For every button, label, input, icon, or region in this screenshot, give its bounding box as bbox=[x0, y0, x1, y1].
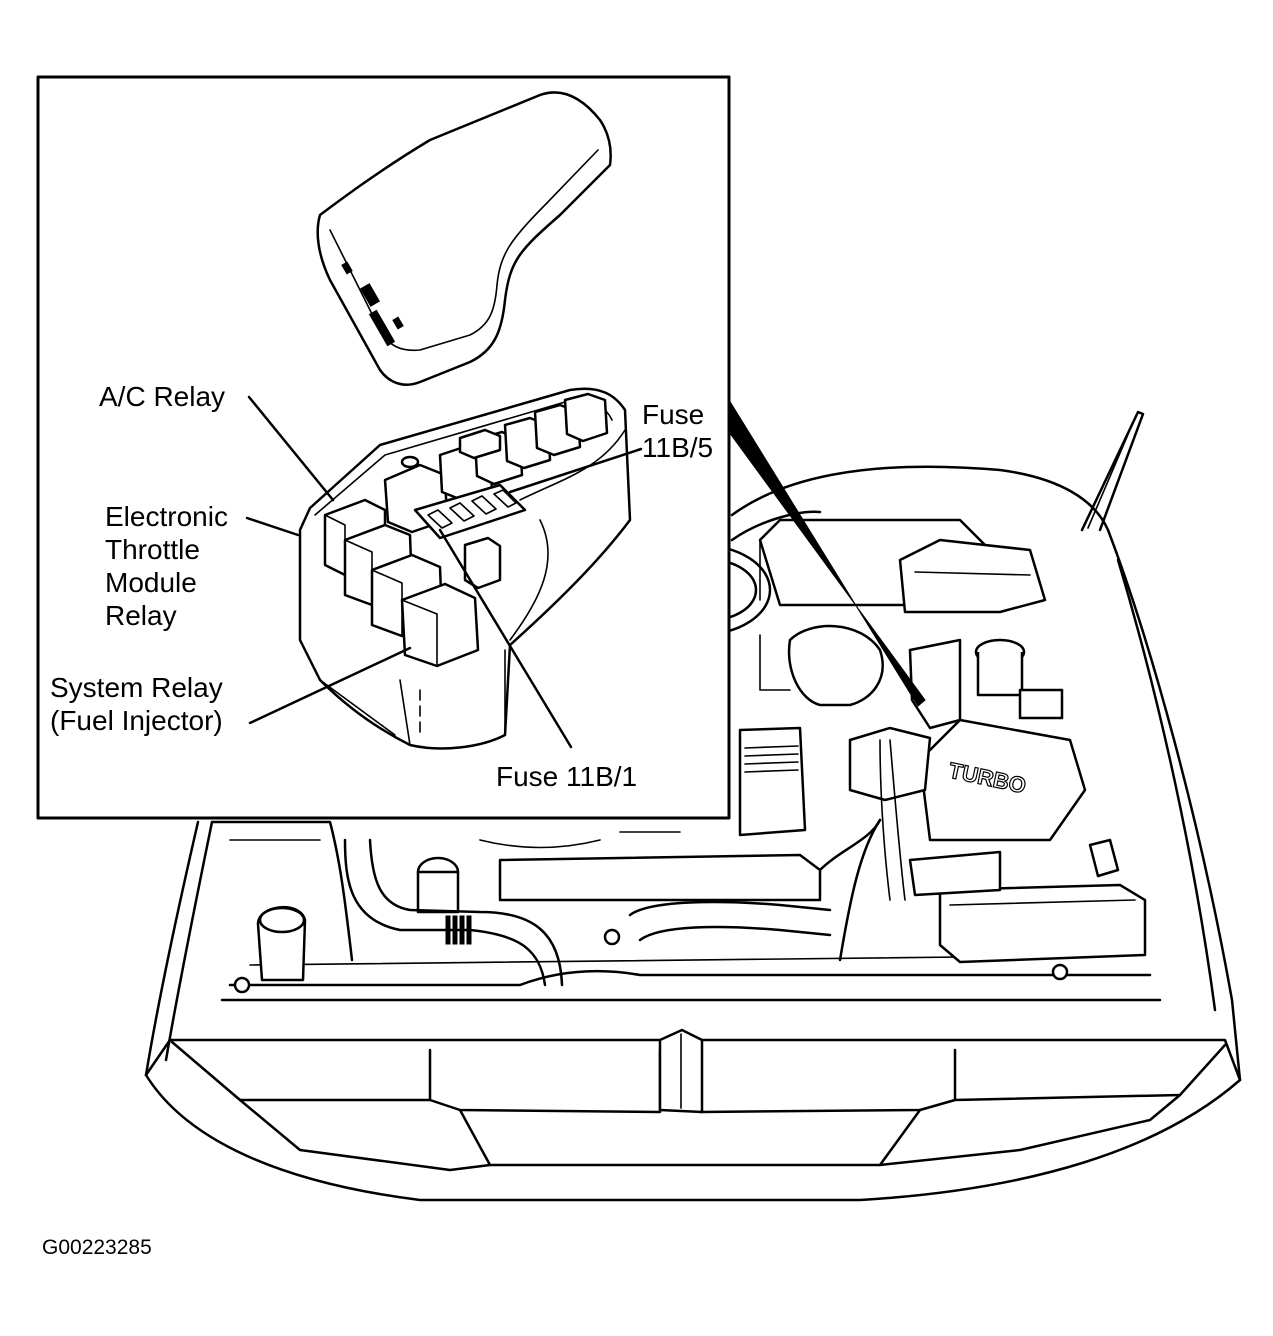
leader-fuse-11b5 bbox=[508, 447, 643, 494]
leader-system-relay bbox=[248, 646, 412, 725]
callout-leaders bbox=[245, 395, 643, 749]
label-ac-relay: A/C Relay bbox=[99, 380, 225, 413]
label-etm-relay-line3: Module bbox=[105, 567, 197, 598]
label-fuse-11b5: Fuse 11B/5 bbox=[642, 398, 713, 464]
leader-fuse-11b1 bbox=[438, 528, 573, 749]
label-etm-relay-line4: Relay bbox=[105, 600, 177, 631]
label-ac-relay-text: A/C Relay bbox=[99, 381, 226, 412]
figure-id-text: G00223285 bbox=[42, 1236, 152, 1259]
label-fuse-11b1-text: Fuse 11B/1 bbox=[496, 761, 638, 792]
label-fuse-11b5-line1: Fuse bbox=[642, 399, 705, 430]
leader-ac-relay bbox=[247, 395, 335, 502]
location-pointer bbox=[728, 398, 926, 707]
label-fuse-11b1: Fuse 11B/1 bbox=[496, 760, 637, 793]
car-front-end: TURBO bbox=[144, 410, 1242, 1202]
label-system-relay-line1: System Relay bbox=[50, 672, 223, 703]
leader-etm-relay bbox=[245, 516, 300, 537]
figure-id: G00223285 bbox=[42, 1236, 152, 1260]
label-etm-relay-line2: Throttle bbox=[105, 534, 200, 565]
label-etm-relay: Electronic Throttle Module Relay bbox=[105, 500, 228, 632]
label-fuse-11b5-line2: 11B/5 bbox=[642, 432, 714, 463]
fuse-box-cover bbox=[316, 91, 612, 386]
label-etm-relay-line1: Electronic bbox=[105, 501, 228, 532]
label-system-relay-line2: (Fuel Injector) bbox=[50, 705, 223, 736]
label-system-relay: System Relay (Fuel Injector) bbox=[50, 671, 223, 737]
